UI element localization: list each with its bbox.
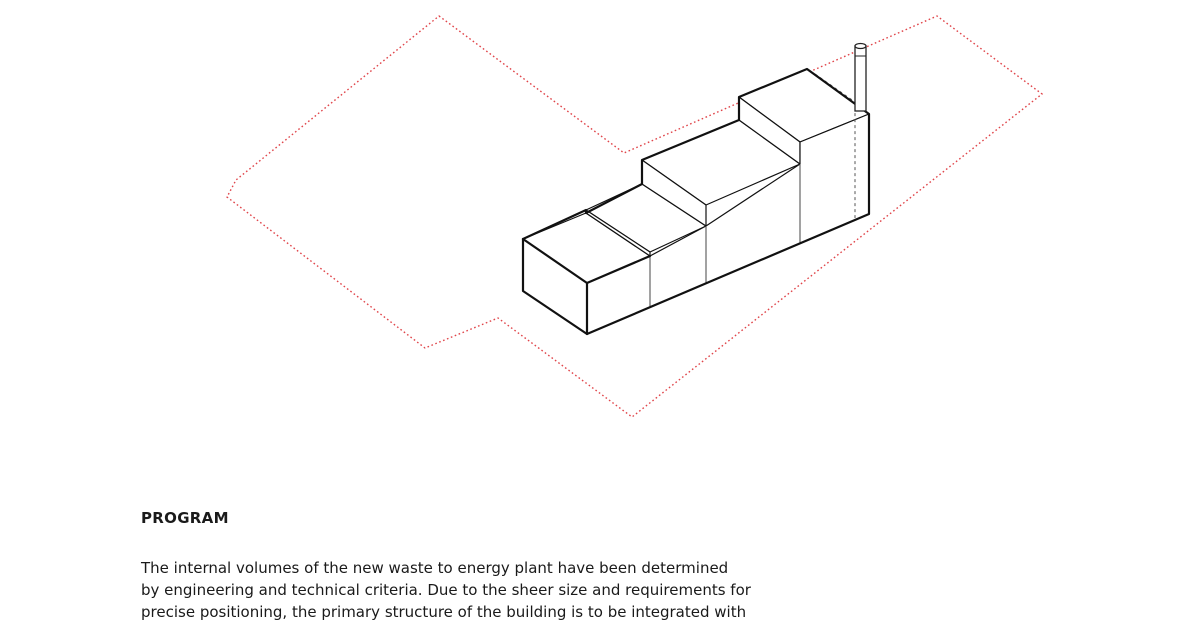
paragraph-line: by engineering and technical criteria. D… xyxy=(141,581,751,599)
section-heading: PROGRAM xyxy=(141,509,229,527)
program-description: The internal volumes of the new waste to… xyxy=(141,557,881,623)
paragraph-line: precise positioning, the primary structu… xyxy=(141,603,747,621)
building-top-edge xyxy=(521,237,652,285)
program-axonometric-diagram xyxy=(226,15,1044,418)
building-massing xyxy=(521,67,871,336)
chimney-stack xyxy=(854,42,867,112)
paragraph-line: The internal volumes of the new waste to… xyxy=(141,559,729,577)
